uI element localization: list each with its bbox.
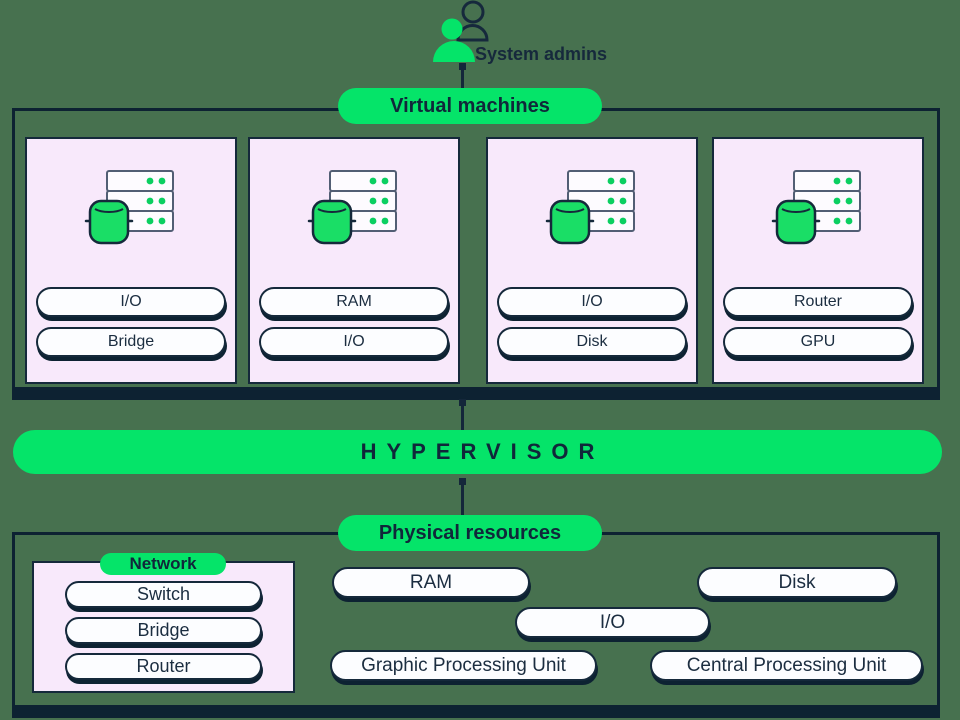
connector-line-vm-hypervisor xyxy=(461,403,464,431)
resource-pill-cpu: Central Processing Unit xyxy=(650,650,923,681)
vm1-resource-pill: I/O xyxy=(36,287,226,317)
network-item-router: Router xyxy=(65,653,262,680)
connector-dot xyxy=(459,478,466,485)
vm3-resource-pill: I/O xyxy=(497,287,687,317)
resource-pill-io: I/O xyxy=(515,607,710,638)
connector-dot xyxy=(459,399,466,406)
resource-pill-gpu: Graphic Processing Unit xyxy=(330,650,597,681)
vm1-resource-pill: Bridge xyxy=(36,327,226,357)
server-icon xyxy=(84,169,175,245)
network-title: Network xyxy=(100,553,226,575)
vm4-resource-pill: GPU xyxy=(723,327,913,357)
network-card: Switch Bridge Router xyxy=(32,561,295,693)
vm-card-3: I/O Disk xyxy=(486,137,698,384)
physical-resources-box: Switch Bridge Router Network RAM Disk I/… xyxy=(12,532,940,718)
vm2-resource-pill: I/O xyxy=(259,327,449,357)
server-icon xyxy=(545,169,636,245)
virtual-machines-box: I/O Bridge RAM I/O I/O Disk Router GPU xyxy=(12,108,940,400)
network-item-bridge: Bridge xyxy=(65,617,262,644)
system-admins-label: System admins xyxy=(475,44,608,64)
server-icon xyxy=(307,169,398,245)
physical-resources-title: Physical resources xyxy=(338,515,602,551)
resource-pill-ram: RAM xyxy=(332,567,530,598)
connector-line-admins-vm xyxy=(461,66,464,90)
vm3-resource-pill: Disk xyxy=(497,327,687,357)
server-icon xyxy=(771,169,862,245)
vm-card-1: I/O Bridge xyxy=(25,137,237,384)
two-users-icon xyxy=(433,0,489,62)
hypervisor-band: HYPERVISOR xyxy=(13,430,942,474)
vm-card-2: RAM I/O xyxy=(248,137,460,384)
network-item-switch: Switch xyxy=(65,581,262,608)
vm-card-4: Router GPU xyxy=(712,137,924,384)
vm4-resource-pill: Router xyxy=(723,287,913,317)
connector-line-hypervisor-physical xyxy=(461,482,464,516)
resource-pill-disk: Disk xyxy=(697,567,897,598)
virtual-machines-title: Virtual machines xyxy=(338,88,602,124)
vm2-resource-pill: RAM xyxy=(259,287,449,317)
